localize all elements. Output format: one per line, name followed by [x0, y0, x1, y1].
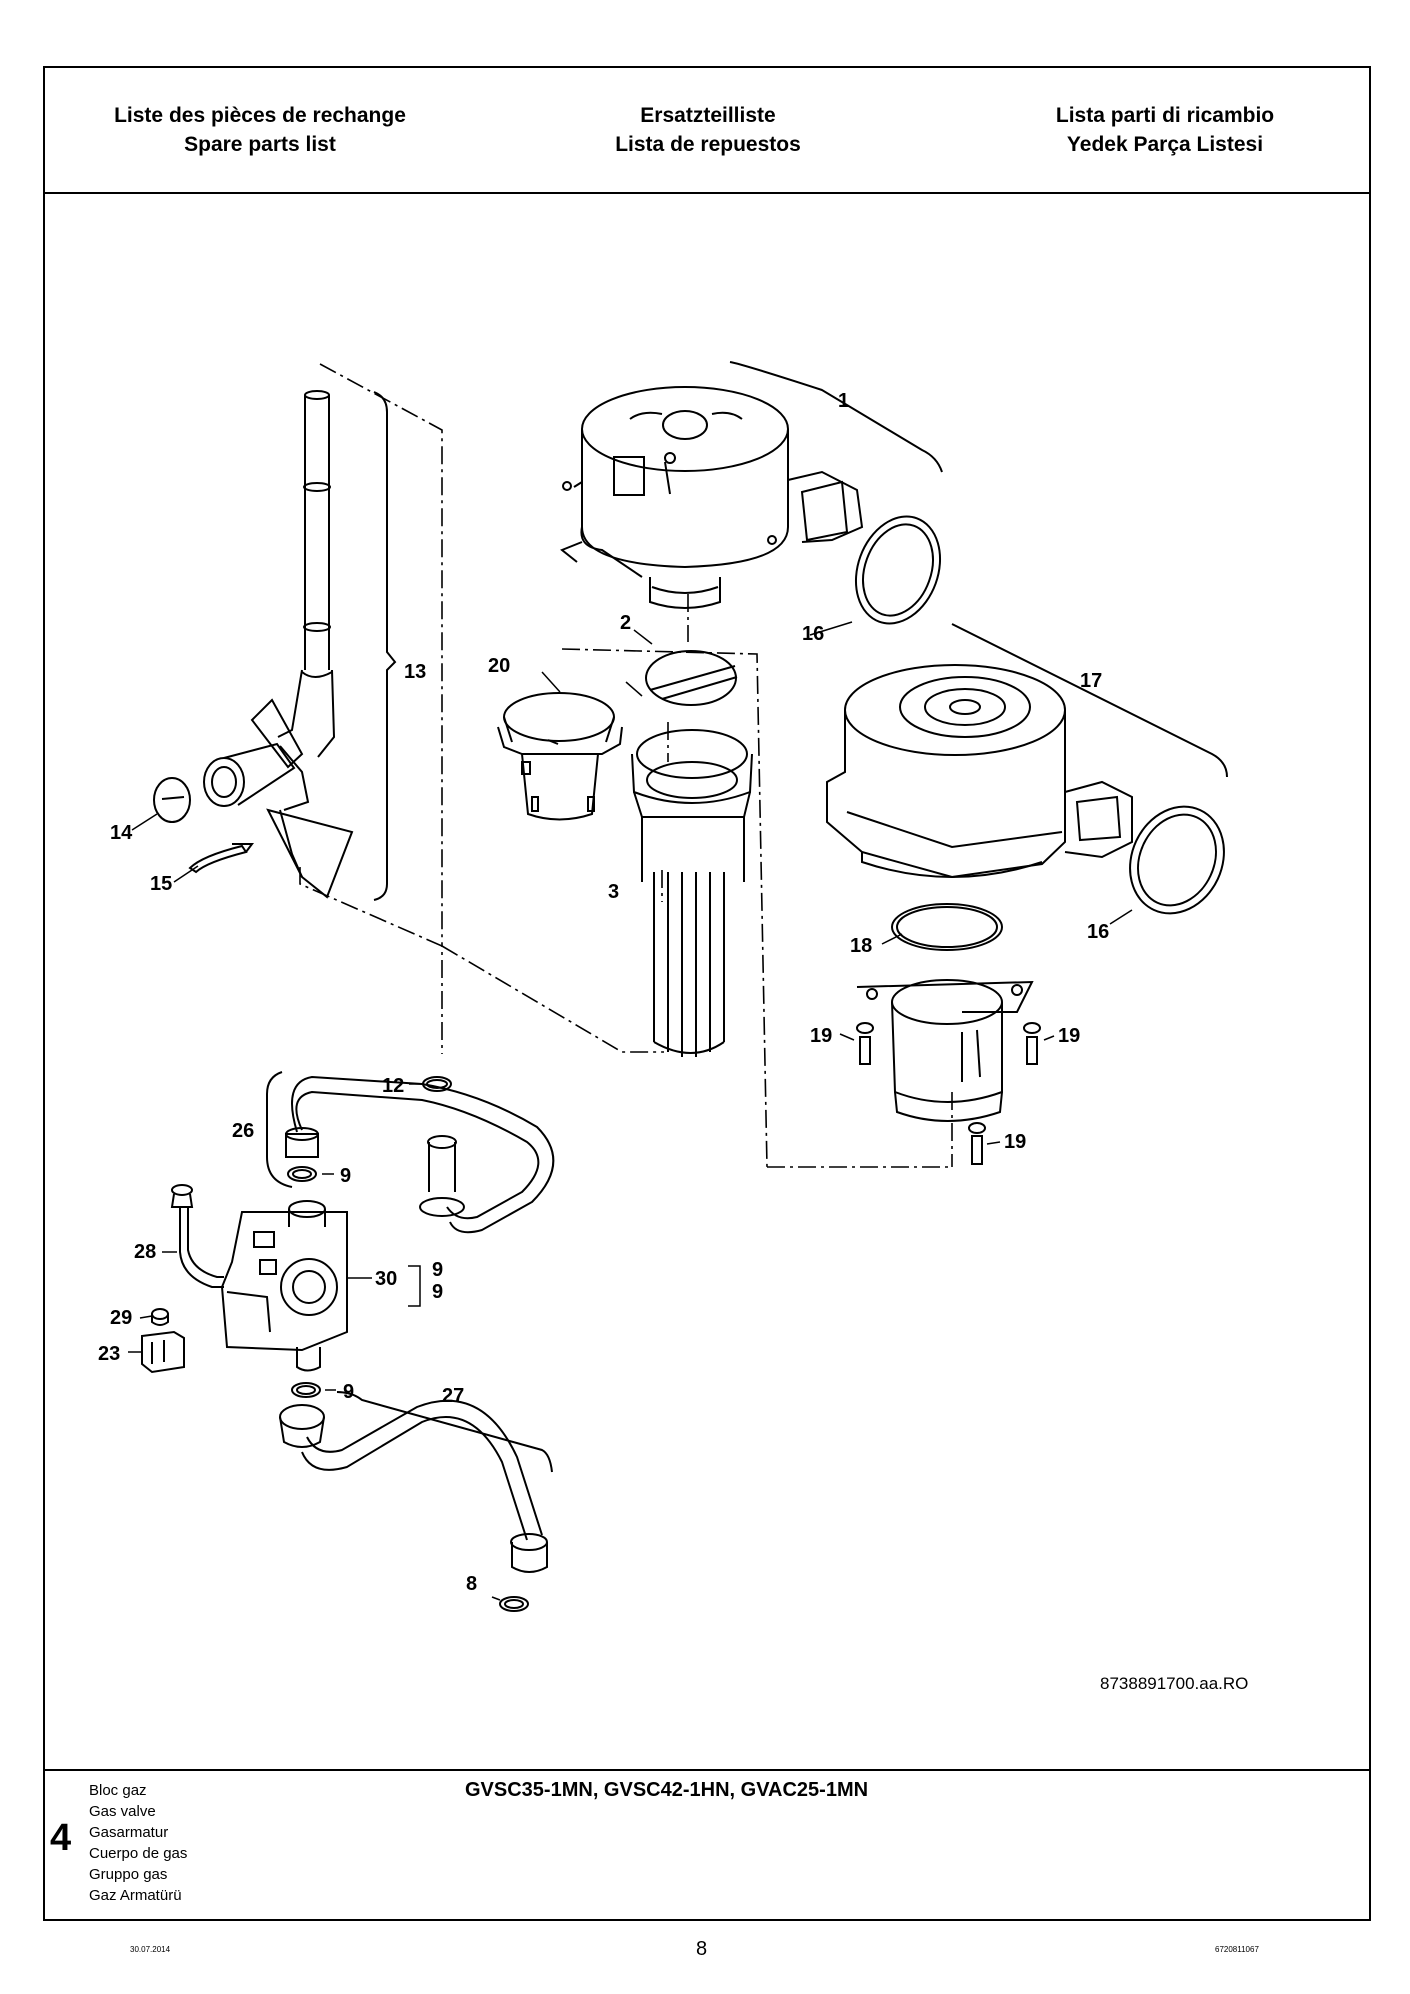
bracket-1	[729, 361, 943, 473]
fan-assembly-17	[826, 664, 1133, 879]
screws-19	[856, 1022, 1041, 1165]
print-date: 30.07.2014	[130, 1945, 171, 1954]
callout: 19	[1004, 1131, 1026, 1153]
washer-9b	[291, 1382, 321, 1398]
callout: 20	[488, 655, 510, 677]
callout: 9	[343, 1381, 354, 1403]
page-frame: Liste des pièces de rechange Spare parts…	[43, 66, 1371, 1921]
disc-2	[645, 650, 738, 706]
callout: 30	[375, 1268, 397, 1290]
callout-labels: 1 2 3 8 9 9 9 12 13 14 15 16 16 17 18 19…	[98, 390, 1109, 1595]
leader-lines	[128, 621, 1133, 1601]
callout: 18	[850, 935, 872, 957]
seal-ring-16b	[1129, 805, 1225, 915]
footer: 4 Bloc gaz Gas valve Gasarmatur Cuerpo d…	[45, 1769, 1369, 1919]
callout: 19	[810, 1025, 832, 1047]
callout: 12	[382, 1075, 404, 1097]
section-name-en: Gas valve	[89, 1803, 156, 1820]
callout: 28	[134, 1241, 156, 1263]
washer-9a	[287, 1166, 317, 1182]
gas-pipe-27	[279, 1399, 548, 1573]
header: Liste des pièces de rechange Spare parts…	[45, 68, 1369, 194]
section-name-tr: Gaz Armatürü	[89, 1887, 182, 1904]
document-code: 6720811067	[1215, 1945, 1259, 1954]
page-number: 8	[696, 1938, 708, 1960]
burner-3	[631, 729, 753, 1057]
callout: 23	[98, 1343, 120, 1365]
callout: 16	[802, 623, 824, 645]
gas-supply-pipe-13	[250, 390, 336, 769]
callout: 17	[1080, 670, 1102, 692]
gas-valve-30	[220, 1200, 348, 1372]
callout: 2	[620, 612, 631, 634]
callout: 1	[838, 390, 849, 412]
bracket-13	[373, 391, 397, 901]
exploded-parts-diagram: 1 2 3 8 9 9 9 12 13 14 15 16 16 17 18 19…	[98, 361, 1228, 1612]
header-title-fr: Liste des pièces de rechange	[114, 104, 406, 127]
callout: 27	[442, 1385, 464, 1407]
o-ring-18	[891, 903, 1003, 951]
section-name-it: Gruppo gas	[89, 1866, 168, 1883]
section-number: 4	[50, 1817, 72, 1859]
fan-assembly-1	[560, 386, 864, 609]
section-name-fr: Bloc gaz	[89, 1782, 147, 1799]
callout: 9	[340, 1165, 351, 1187]
header-italian-turkish: Lista parti di ricambio Yedek Parça List…	[945, 101, 1385, 159]
section-name-de: Gasarmatur	[89, 1824, 169, 1841]
header-german-spanish: Ersatzteilliste Lista de repuestos	[488, 101, 928, 159]
adapter-flange	[856, 979, 1034, 1122]
header-title-es: Lista de repuestos	[615, 133, 801, 156]
callout: 19	[1058, 1025, 1080, 1047]
callout: 16	[1087, 921, 1109, 943]
screw-28	[170, 1184, 224, 1288]
header-title-tr: Yedek Parça Listesi	[1066, 133, 1264, 156]
bracket-17	[951, 623, 1228, 778]
connector-23	[141, 1330, 185, 1374]
section-name-es: Cuerpo de gas	[89, 1845, 188, 1862]
section-names: Bloc gaz Gas valve Gasarmatur Cuerpo de …	[89, 1780, 187, 1906]
header-french-english: Liste des pièces de rechange Spare parts…	[40, 101, 480, 159]
plug-29	[151, 1308, 169, 1326]
header-title-it: Lista parti di ricambio	[1055, 104, 1275, 127]
washer-12	[422, 1076, 452, 1092]
washer-8	[499, 1596, 529, 1612]
bracket-27	[336, 1391, 553, 1473]
callout: 8	[466, 1573, 477, 1595]
drawing-reference: 8738891700.aa.RO	[1100, 1674, 1249, 1693]
model-list: GVSC35-1MN, GVSC42-1HN, GVAC25-1MN	[465, 1779, 869, 1801]
pipe-elbow-nozzle	[203, 742, 354, 899]
callout: 29	[110, 1307, 132, 1329]
assembly-lines	[299, 363, 953, 1168]
bracket-26	[266, 1071, 293, 1188]
sleeve-20	[497, 692, 623, 821]
gasket-14	[153, 777, 191, 823]
callout: 14	[110, 822, 133, 844]
callout: 9	[432, 1259, 443, 1281]
seal-ring-16a	[854, 515, 942, 625]
callout: 13	[404, 661, 426, 683]
header-title-en: Spare parts list	[184, 133, 336, 156]
callout: 3	[608, 881, 619, 903]
callout: 9	[432, 1281, 443, 1303]
pin-15	[188, 843, 254, 874]
callout: 15	[150, 873, 172, 895]
callout: 26	[232, 1120, 254, 1142]
header-title-de: Ersatzteilliste	[640, 104, 776, 127]
gas-pipe-26	[285, 1075, 555, 1234]
